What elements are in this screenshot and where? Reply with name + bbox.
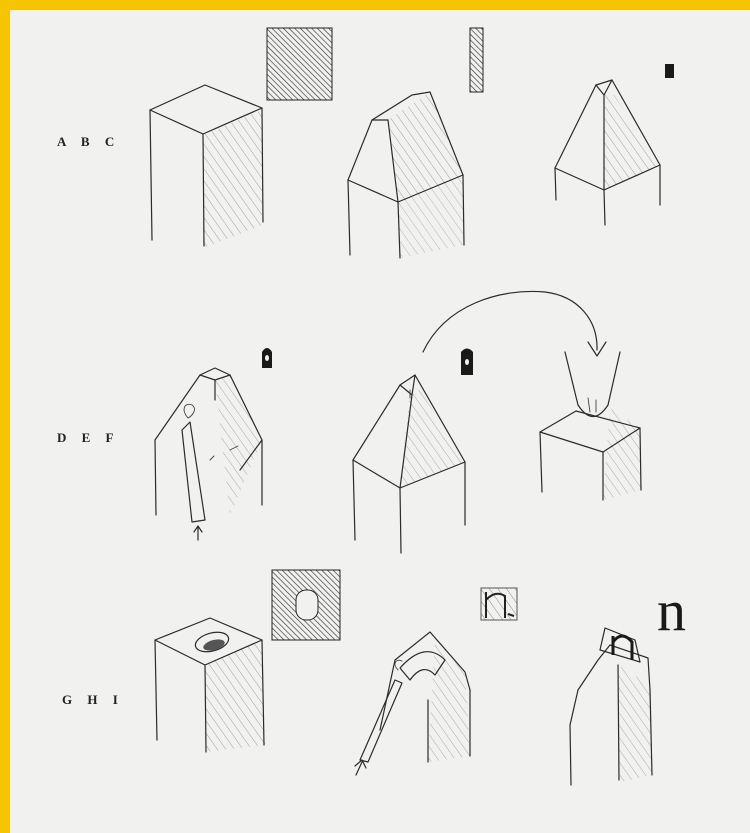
step-h-face-sample [481,588,517,620]
step-a-face-sample [267,28,332,100]
step-e-counterpunch-finished [353,375,465,553]
step-c-pointed-punch [555,80,660,225]
step-g-face-sample [272,570,340,640]
step-a-square-punch-blank [150,85,263,248]
step-f-striking-arrow [423,291,606,356]
step-i-finished-punch [570,628,652,785]
step-c-face-sample [665,64,674,78]
step-b-bevelled-punch [348,92,464,258]
step-b-face-sample [470,28,483,92]
step-d-face-sample [262,348,272,368]
step-e-face-sample [461,349,473,376]
step-h-outer-cutting [355,632,470,775]
step-g-blank-with-counter [155,618,265,752]
step-i-printed-letter: n [657,582,686,640]
step-d-counterpunch-cutting [155,368,262,540]
step-f-counterpunch-striking-blank [540,352,641,500]
